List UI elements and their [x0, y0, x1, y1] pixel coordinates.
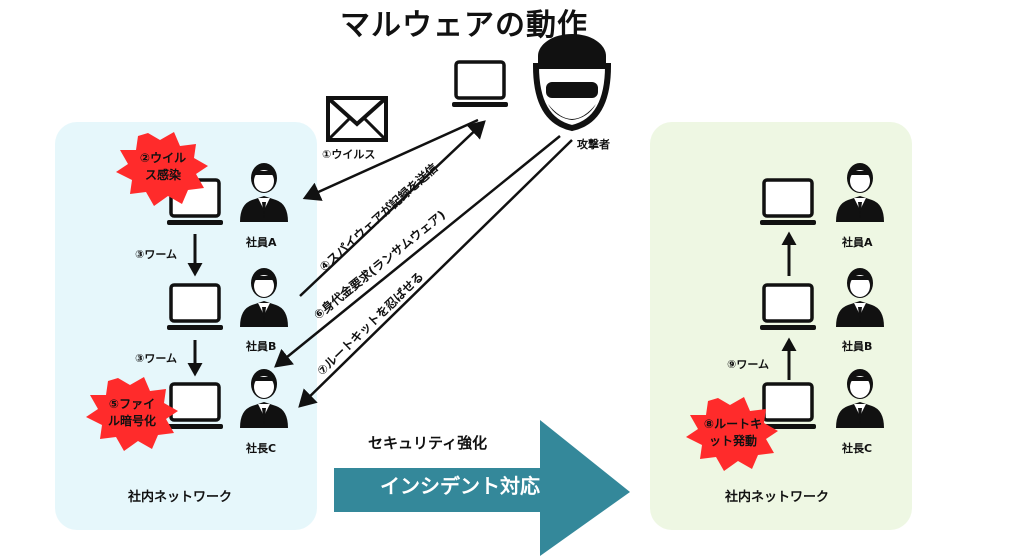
page-title: マルウェアの動作: [340, 8, 588, 43]
spyware-arrow: [299, 120, 486, 297]
incident-response-arrow: [334, 420, 630, 556]
mail-label: ①ウイルス: [322, 148, 376, 161]
right-network-label: 社内ネットワーク: [725, 490, 830, 505]
left-laptop-b-icon: [165, 283, 225, 332]
mail-arrow: [302, 118, 479, 201]
left-worm-label-2: ③ワーム: [135, 352, 177, 365]
right-person-b-label: 社員B: [842, 340, 873, 353]
encrypt-burst-label: ⑤ファイ ル暗号化: [96, 396, 168, 430]
infect-burst-icon: [116, 132, 208, 206]
rootkit-burst-label: ⑧ルートキ ット発動: [694, 416, 772, 450]
left-laptop-c-icon: [165, 382, 225, 431]
rootkit-burst-icon: [686, 397, 778, 471]
right-person-a-label: 社員A: [842, 236, 873, 249]
right-person-a-icon: [836, 163, 884, 222]
encrypt-burst-line-1: ⑤ファイ: [108, 397, 156, 411]
security-label: セキュリティ強化: [368, 434, 488, 452]
left-worm-label-1: ③ワーム: [135, 248, 177, 261]
encrypt-burst-icon: [86, 377, 178, 451]
left-person-b-label: 社員B: [246, 340, 277, 353]
attacker-icon: [532, 34, 612, 132]
infect-burst-line-2: ス感染: [144, 168, 181, 182]
rootkit-burst-line-2: ット発動: [708, 434, 757, 448]
encrypt-burst-line-2: ル暗号化: [107, 414, 156, 428]
left-person-c-label: 社長C: [246, 442, 277, 455]
envelope-icon: [326, 96, 388, 142]
rootkit-burst-line-1: ⑧ルートキ: [703, 417, 763, 431]
left-person-c-icon: [240, 369, 288, 428]
left-person-a-icon: [240, 163, 288, 222]
right-person-b-icon: [836, 268, 884, 327]
infect-burst-label: ②ウイル ス感染: [128, 150, 198, 184]
left-person-a-label: 社員A: [246, 236, 277, 249]
right-person-c-icon: [836, 369, 884, 428]
left-network-label: 社内ネットワーク: [128, 490, 233, 505]
right-person-c-label: 社長C: [842, 442, 873, 455]
right-worm-label: ⑨ワーム: [727, 358, 769, 371]
left-person-b-icon: [240, 268, 288, 327]
right-laptop-a-icon: [758, 178, 818, 227]
right-laptop-b-icon: [758, 283, 818, 332]
attacker-label: 攻撃者: [577, 138, 610, 151]
infect-burst-line-1: ②ウイル: [139, 151, 187, 165]
ransom-arrow: [274, 135, 561, 368]
attacker-laptop-icon: [450, 60, 510, 109]
incident-label: インシデント対応: [380, 474, 540, 498]
rootkit-arrow: [298, 139, 573, 408]
